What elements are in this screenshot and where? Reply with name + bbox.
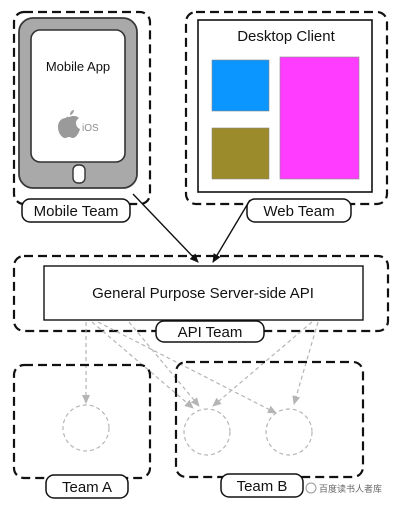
team-a-service-node (62, 404, 110, 452)
team-b-service-node-2 (265, 408, 313, 456)
api-box (43, 265, 364, 321)
desktop-panel-magenta (279, 56, 360, 180)
api-to-b1-from-right-arrow (212, 321, 313, 407)
api-to-b2-from-left-arrow (97, 321, 277, 414)
mobile-to-api-arrow (132, 193, 199, 263)
watermark: 百度读书人者库 (305, 482, 382, 495)
desktop-client-title: Desktop Client (237, 28, 335, 45)
apple-icon (58, 110, 80, 138)
team-b-label-box (220, 473, 304, 498)
api-to-b1-arrow (128, 321, 200, 407)
desktop-panel-blue (211, 59, 270, 112)
web-team-label-box (246, 198, 352, 223)
mobile-screen (30, 29, 126, 163)
watermark-icon (305, 482, 317, 494)
team-a-label-box (45, 474, 129, 499)
ios-label: iOS (82, 123, 99, 134)
team-a-boundary (12, 363, 152, 480)
desktop-panel-olive (211, 127, 270, 180)
team-b-label: Team B (237, 478, 288, 495)
api-team-label: API Team (178, 324, 243, 341)
team-b-service-node-1 (183, 408, 231, 456)
mobile-team-boundary (12, 10, 152, 206)
api-team-label-box (155, 320, 265, 343)
mobile-device (18, 17, 138, 189)
home-button (72, 164, 86, 184)
web-to-api-arrow (212, 199, 251, 263)
watermark-text: 百度读书人者库 (319, 483, 382, 495)
team-a-label: Team A (62, 479, 112, 496)
mobile-team-label: Mobile Team (34, 203, 119, 220)
mobile-app-label: Mobile App (46, 59, 110, 74)
api-title: General Purpose Server-side API (92, 285, 314, 302)
web-team-boundary (184, 10, 389, 206)
web-team-label: Web Team (263, 203, 334, 220)
team-b-boundary (174, 360, 365, 479)
mobile-team-label-box (21, 198, 131, 223)
